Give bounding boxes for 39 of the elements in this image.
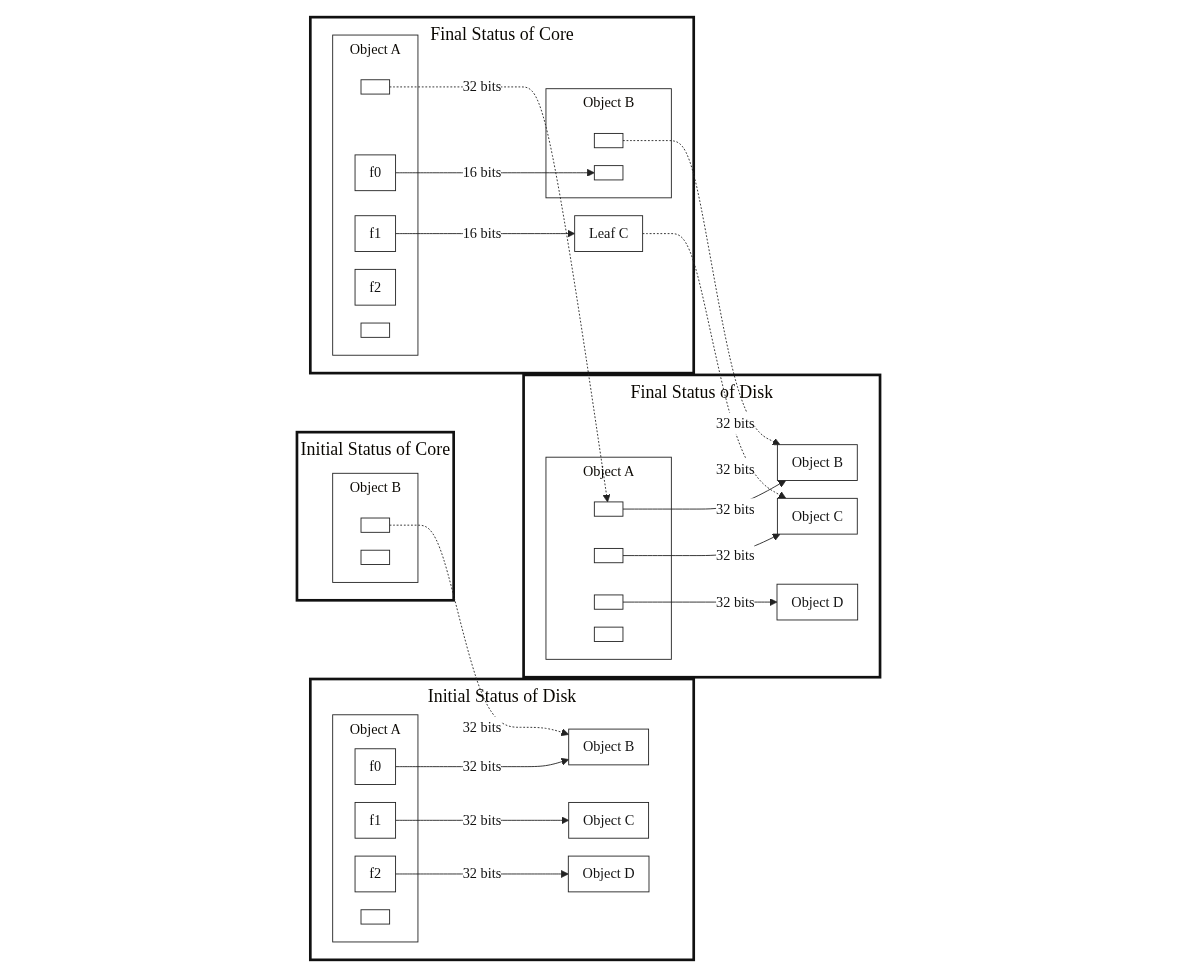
node-box: [593, 594, 624, 610]
node-box: [593, 626, 624, 642]
node-box: f2: [354, 268, 397, 306]
node-box: Object B: [568, 728, 650, 766]
edge-label: 32 bits: [716, 547, 755, 563]
node-box: f0: [354, 154, 397, 192]
edge-label: 32 bits: [462, 812, 502, 828]
node-box: Object C: [568, 802, 650, 839]
edge-label: 32 bits: [716, 461, 755, 477]
edge-label: 32 bits: [462, 719, 502, 735]
edge-label: 32 bits: [716, 415, 755, 431]
edge-label: 32 bits: [716, 594, 755, 610]
edge-label: 16 bits: [462, 164, 502, 180]
edge-label: 32 bits: [462, 758, 502, 774]
node-box: [360, 549, 391, 565]
node-box: Object D: [776, 583, 859, 621]
node-box: [360, 322, 391, 338]
cluster: Object B: [545, 88, 672, 199]
node-box: Object D: [567, 855, 650, 893]
node-box: [360, 79, 391, 95]
node-box: [360, 517, 391, 533]
node-box: Object C: [776, 497, 858, 535]
node-box: [360, 909, 391, 925]
node-box: [593, 547, 624, 564]
node-box: f1: [354, 215, 397, 252]
edge-label: 32 bits: [462, 865, 502, 882]
node-box: [593, 133, 624, 149]
node-box: Leaf C: [574, 215, 644, 252]
edge-label: 32 bits: [462, 78, 502, 95]
node-box: Object B: [776, 444, 858, 481]
node-box: [593, 501, 624, 517]
node-box: [593, 165, 624, 181]
edge-label: 32 bits: [716, 501, 755, 517]
cluster: Object B: [332, 472, 419, 583]
node-box: f0: [354, 748, 397, 785]
node-box: f2: [354, 855, 397, 893]
node-box: f1: [354, 802, 397, 839]
cluster: Object A: [545, 456, 672, 660]
edge-label: 16 bits: [462, 225, 502, 241]
